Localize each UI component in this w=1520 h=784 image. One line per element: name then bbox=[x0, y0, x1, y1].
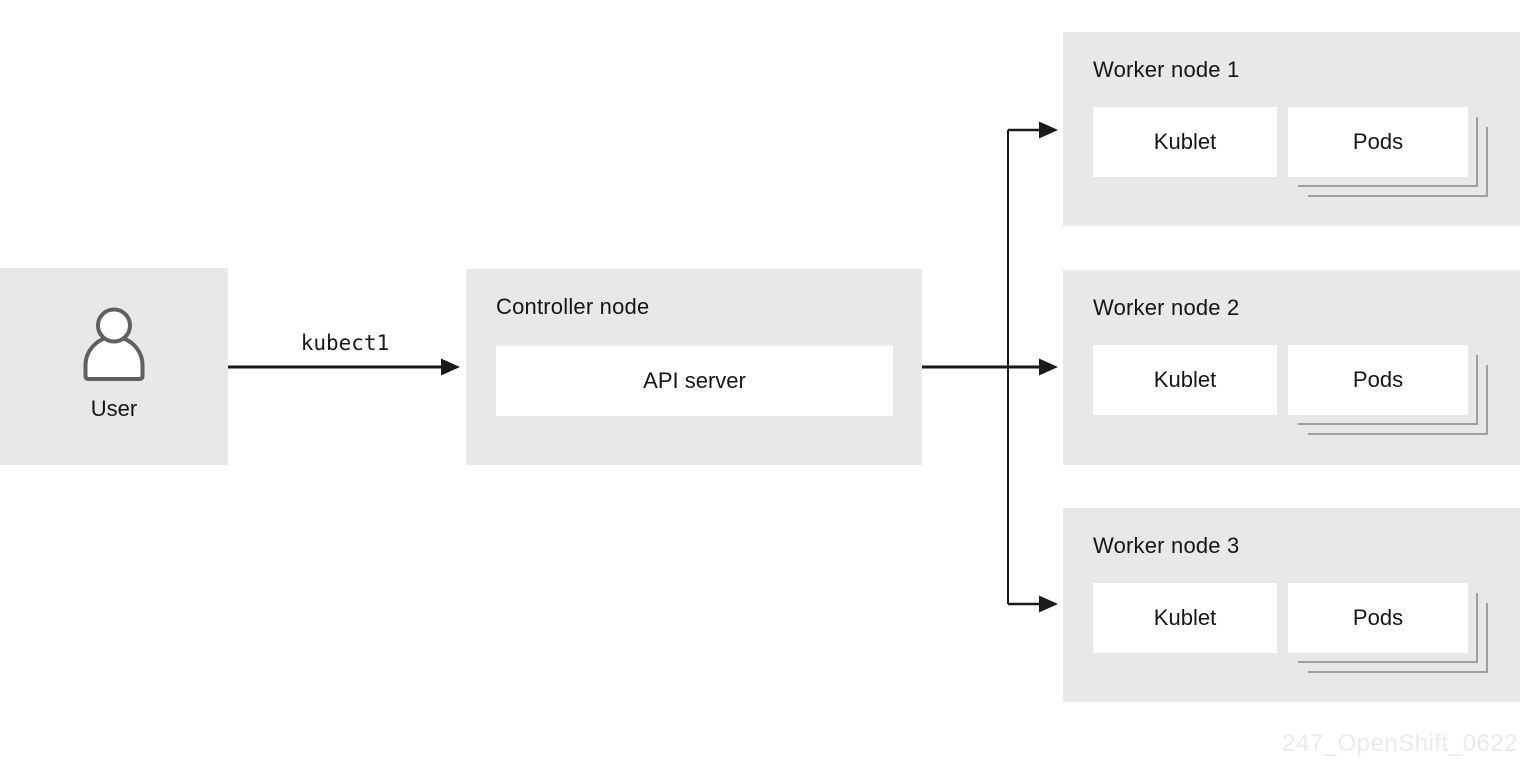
worker-node-2: Worker node 2 Kublet Pods bbox=[1063, 270, 1520, 465]
user-node: User bbox=[0, 268, 228, 465]
branch-worker-1-arrowhead bbox=[1039, 121, 1058, 139]
watermark: 247_OpenShift_0622 bbox=[1282, 730, 1518, 757]
kubectl-command-label: kubect1 bbox=[300, 331, 390, 355]
api-server-box: API server bbox=[496, 346, 893, 416]
branch-worker-3-arrowhead bbox=[1039, 595, 1058, 613]
controller-node-title: Controller node bbox=[496, 294, 650, 319]
worker-node-1: Worker node 1 Kublet Pods bbox=[1063, 32, 1520, 226]
pods-stack: Pods bbox=[1288, 107, 1488, 197]
pods-stack-shadow bbox=[1298, 593, 1478, 663]
branch-worker-2-arrowhead bbox=[1039, 358, 1058, 376]
api-server-label: API server bbox=[643, 368, 746, 393]
kubelet-box: Kublet bbox=[1093, 107, 1277, 177]
pods-label: Pods bbox=[1352, 605, 1404, 630]
user-label: User bbox=[90, 396, 138, 421]
pods-box: Pods bbox=[1288, 107, 1468, 177]
worker-node-1-title: Worker node 1 bbox=[1093, 57, 1240, 82]
pods-label: Pods bbox=[1352, 367, 1404, 392]
pods-stack: Pods bbox=[1288, 583, 1488, 673]
kubelet-label: Kublet bbox=[1153, 605, 1217, 630]
pods-stack-shadow bbox=[1308, 127, 1488, 197]
pods-box: Pods bbox=[1288, 345, 1468, 415]
user-to-controller-arrowhead bbox=[441, 358, 460, 376]
kubelet-label: Kublet bbox=[1153, 129, 1217, 154]
worker-node-2-title: Worker node 2 bbox=[1093, 295, 1240, 320]
kubelet-label: Kublet bbox=[1153, 367, 1217, 392]
kubelet-box: Kublet bbox=[1093, 583, 1277, 653]
kubelet-box: Kublet bbox=[1093, 345, 1277, 415]
pods-stack-shadow bbox=[1298, 117, 1478, 187]
pods-stack-shadow bbox=[1298, 355, 1478, 425]
pods-stack: Pods bbox=[1288, 345, 1488, 435]
pods-label: Pods bbox=[1352, 129, 1404, 154]
user-icon bbox=[74, 306, 154, 384]
pods-box: Pods bbox=[1288, 583, 1468, 653]
pods-stack-shadow bbox=[1308, 365, 1488, 435]
worker-node-3-title: Worker node 3 bbox=[1093, 533, 1240, 558]
pods-stack-shadow bbox=[1308, 603, 1488, 673]
controller-node: Controller node API server bbox=[466, 269, 922, 465]
worker-node-3: Worker node 3 Kublet Pods bbox=[1063, 508, 1520, 702]
